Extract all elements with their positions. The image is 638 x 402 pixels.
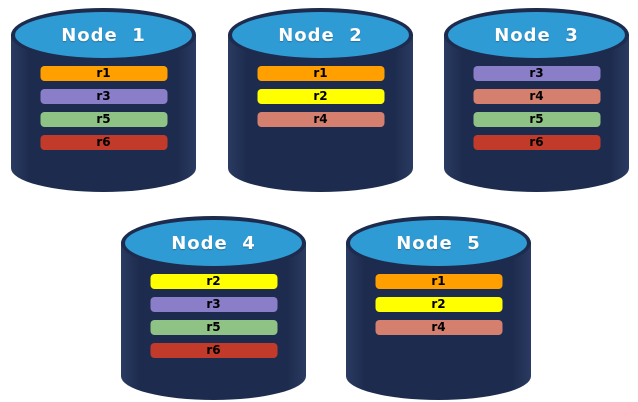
node-3-cylinder: Node 3 r3 r4 r5 r6 xyxy=(444,8,629,192)
replica-bar-r6: r6 xyxy=(473,135,600,150)
node-1-title: Node 1 xyxy=(61,24,146,46)
node-1-replica-list: r1 r3 r5 r6 xyxy=(40,66,167,150)
replica-bar-r5: r5 xyxy=(473,112,600,127)
replica-bar-r6: r6 xyxy=(150,343,277,358)
node-5-cylinder-top: Node 5 xyxy=(346,216,531,270)
replica-bar-r1: r1 xyxy=(257,66,384,81)
node-4-title: Node 4 xyxy=(171,232,256,254)
node-5-replica-list: r1 r2 r4 xyxy=(375,274,502,335)
replica-bar-r6: r6 xyxy=(40,135,167,150)
replica-bar-r1: r1 xyxy=(375,274,502,289)
node-4-cylinder-top: Node 4 xyxy=(121,216,306,270)
node-2-title: Node 2 xyxy=(278,24,363,46)
replica-bar-r5: r5 xyxy=(150,320,277,335)
node-5-cylinder: Node 5 r1 r2 r4 xyxy=(346,216,531,400)
replica-bar-r3: r3 xyxy=(150,297,277,312)
replica-bar-r3: r3 xyxy=(473,66,600,81)
replica-bar-r2: r2 xyxy=(257,89,384,104)
replica-bar-r4: r4 xyxy=(257,112,384,127)
node-2-replica-list: r1 r2 r4 xyxy=(257,66,384,127)
node-3-title: Node 3 xyxy=(494,24,579,46)
node-4-replica-list: r2 r3 r5 r6 xyxy=(150,274,277,358)
replica-bar-r4: r4 xyxy=(375,320,502,335)
replica-bar-r3: r3 xyxy=(40,89,167,104)
node-3-replica-list: r3 r4 r5 r6 xyxy=(473,66,600,150)
replica-bar-r4: r4 xyxy=(473,89,600,104)
node-5-title: Node 5 xyxy=(396,232,481,254)
node-3-cylinder-top: Node 3 xyxy=(444,8,629,62)
replica-bar-r2: r2 xyxy=(150,274,277,289)
node-4-cylinder: Node 4 r2 r3 r5 r6 xyxy=(121,216,306,400)
node-1-cylinder-top: Node 1 xyxy=(11,8,196,62)
node-2-cylinder: Node 2 r1 r2 r4 xyxy=(228,8,413,192)
replica-bar-r5: r5 xyxy=(40,112,167,127)
replica-bar-r2: r2 xyxy=(375,297,502,312)
node-1-cylinder: Node 1 r1 r3 r5 r6 xyxy=(11,8,196,192)
node-2-cylinder-top: Node 2 xyxy=(228,8,413,62)
replica-bar-r1: r1 xyxy=(40,66,167,81)
